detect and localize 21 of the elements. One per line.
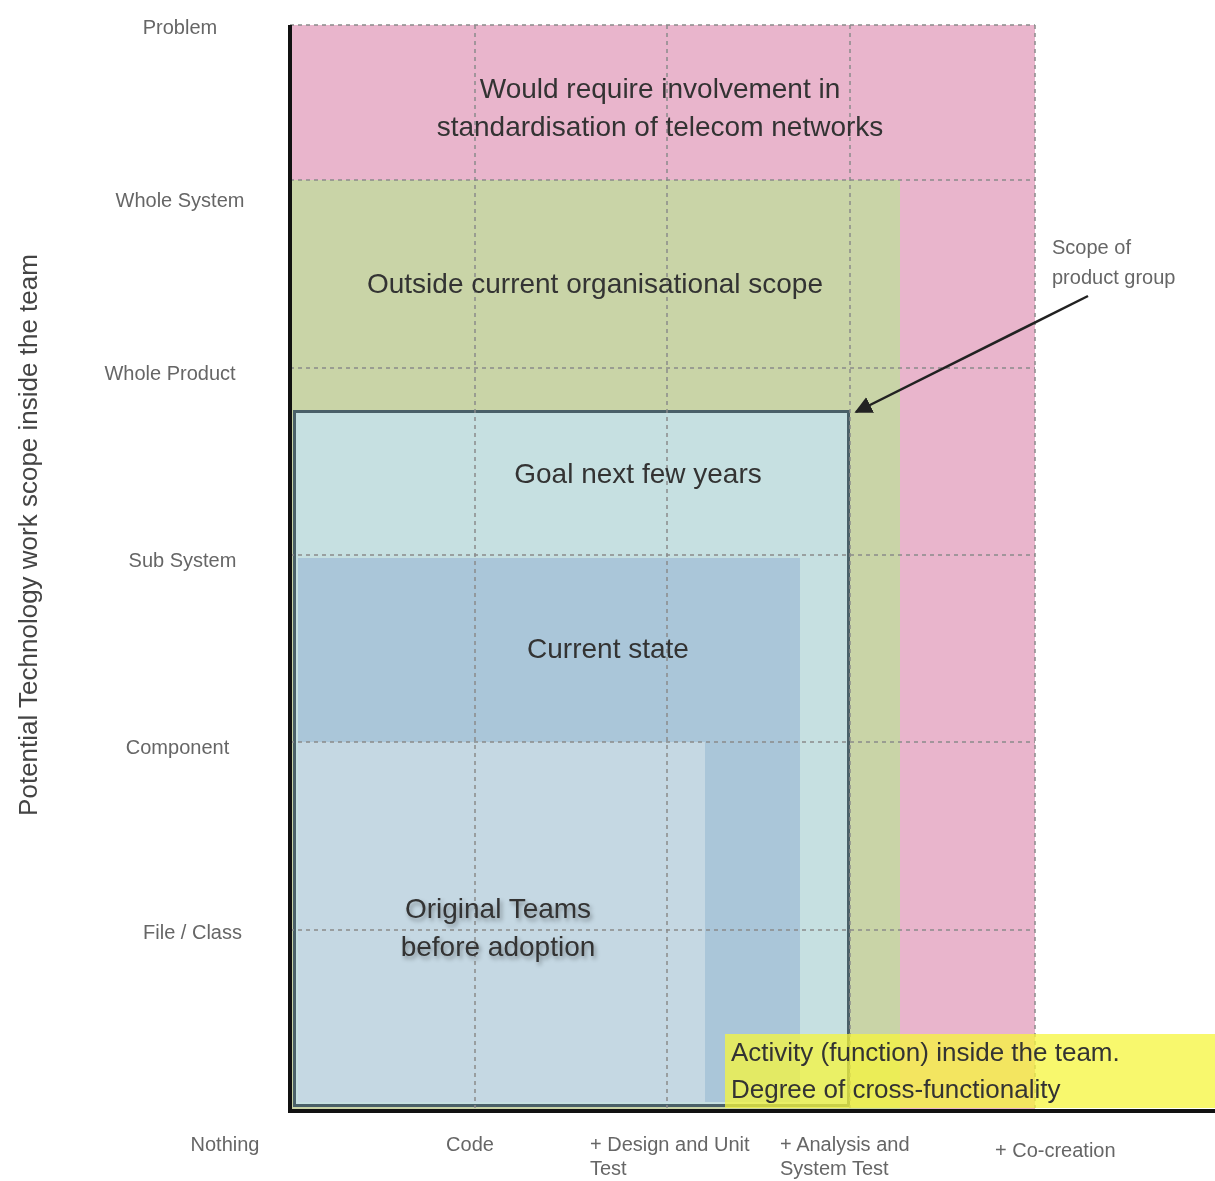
tick-label: + Design and Unit Test xyxy=(590,1132,750,1180)
tick-label: + Analysis and System Test xyxy=(780,1132,911,1180)
tick-label: File / Class xyxy=(142,920,243,944)
axis-title: Activity (function) inside the team. Degree of cross-functionality xyxy=(725,1034,1215,1108)
axis-title: Potential Technology work scope inside the team xyxy=(13,254,43,816)
tick-label: Whole Product xyxy=(103,361,237,385)
tick-label: Whole System xyxy=(114,188,246,212)
original-teams-region xyxy=(298,742,705,1102)
tick-label: Problem xyxy=(141,15,219,39)
tick-label: Sub System xyxy=(127,548,238,572)
tick-label: Nothing xyxy=(189,1132,261,1156)
region-label: Goal next few years xyxy=(513,457,763,491)
tick-label: Code xyxy=(445,1132,495,1156)
region-label: Original Teams before adoption xyxy=(399,892,597,964)
region-label: Outside current organisational scope xyxy=(365,267,824,301)
tick-label: + Co-creation xyxy=(995,1138,1117,1162)
tick-label: Component xyxy=(124,735,231,759)
region-label: Would require involvement in standardisation of telecom networks xyxy=(435,72,885,144)
leader-arrow xyxy=(854,294,1089,414)
region-label: Current state xyxy=(526,632,690,666)
annotation-label: Scope of product group xyxy=(1052,235,1177,290)
